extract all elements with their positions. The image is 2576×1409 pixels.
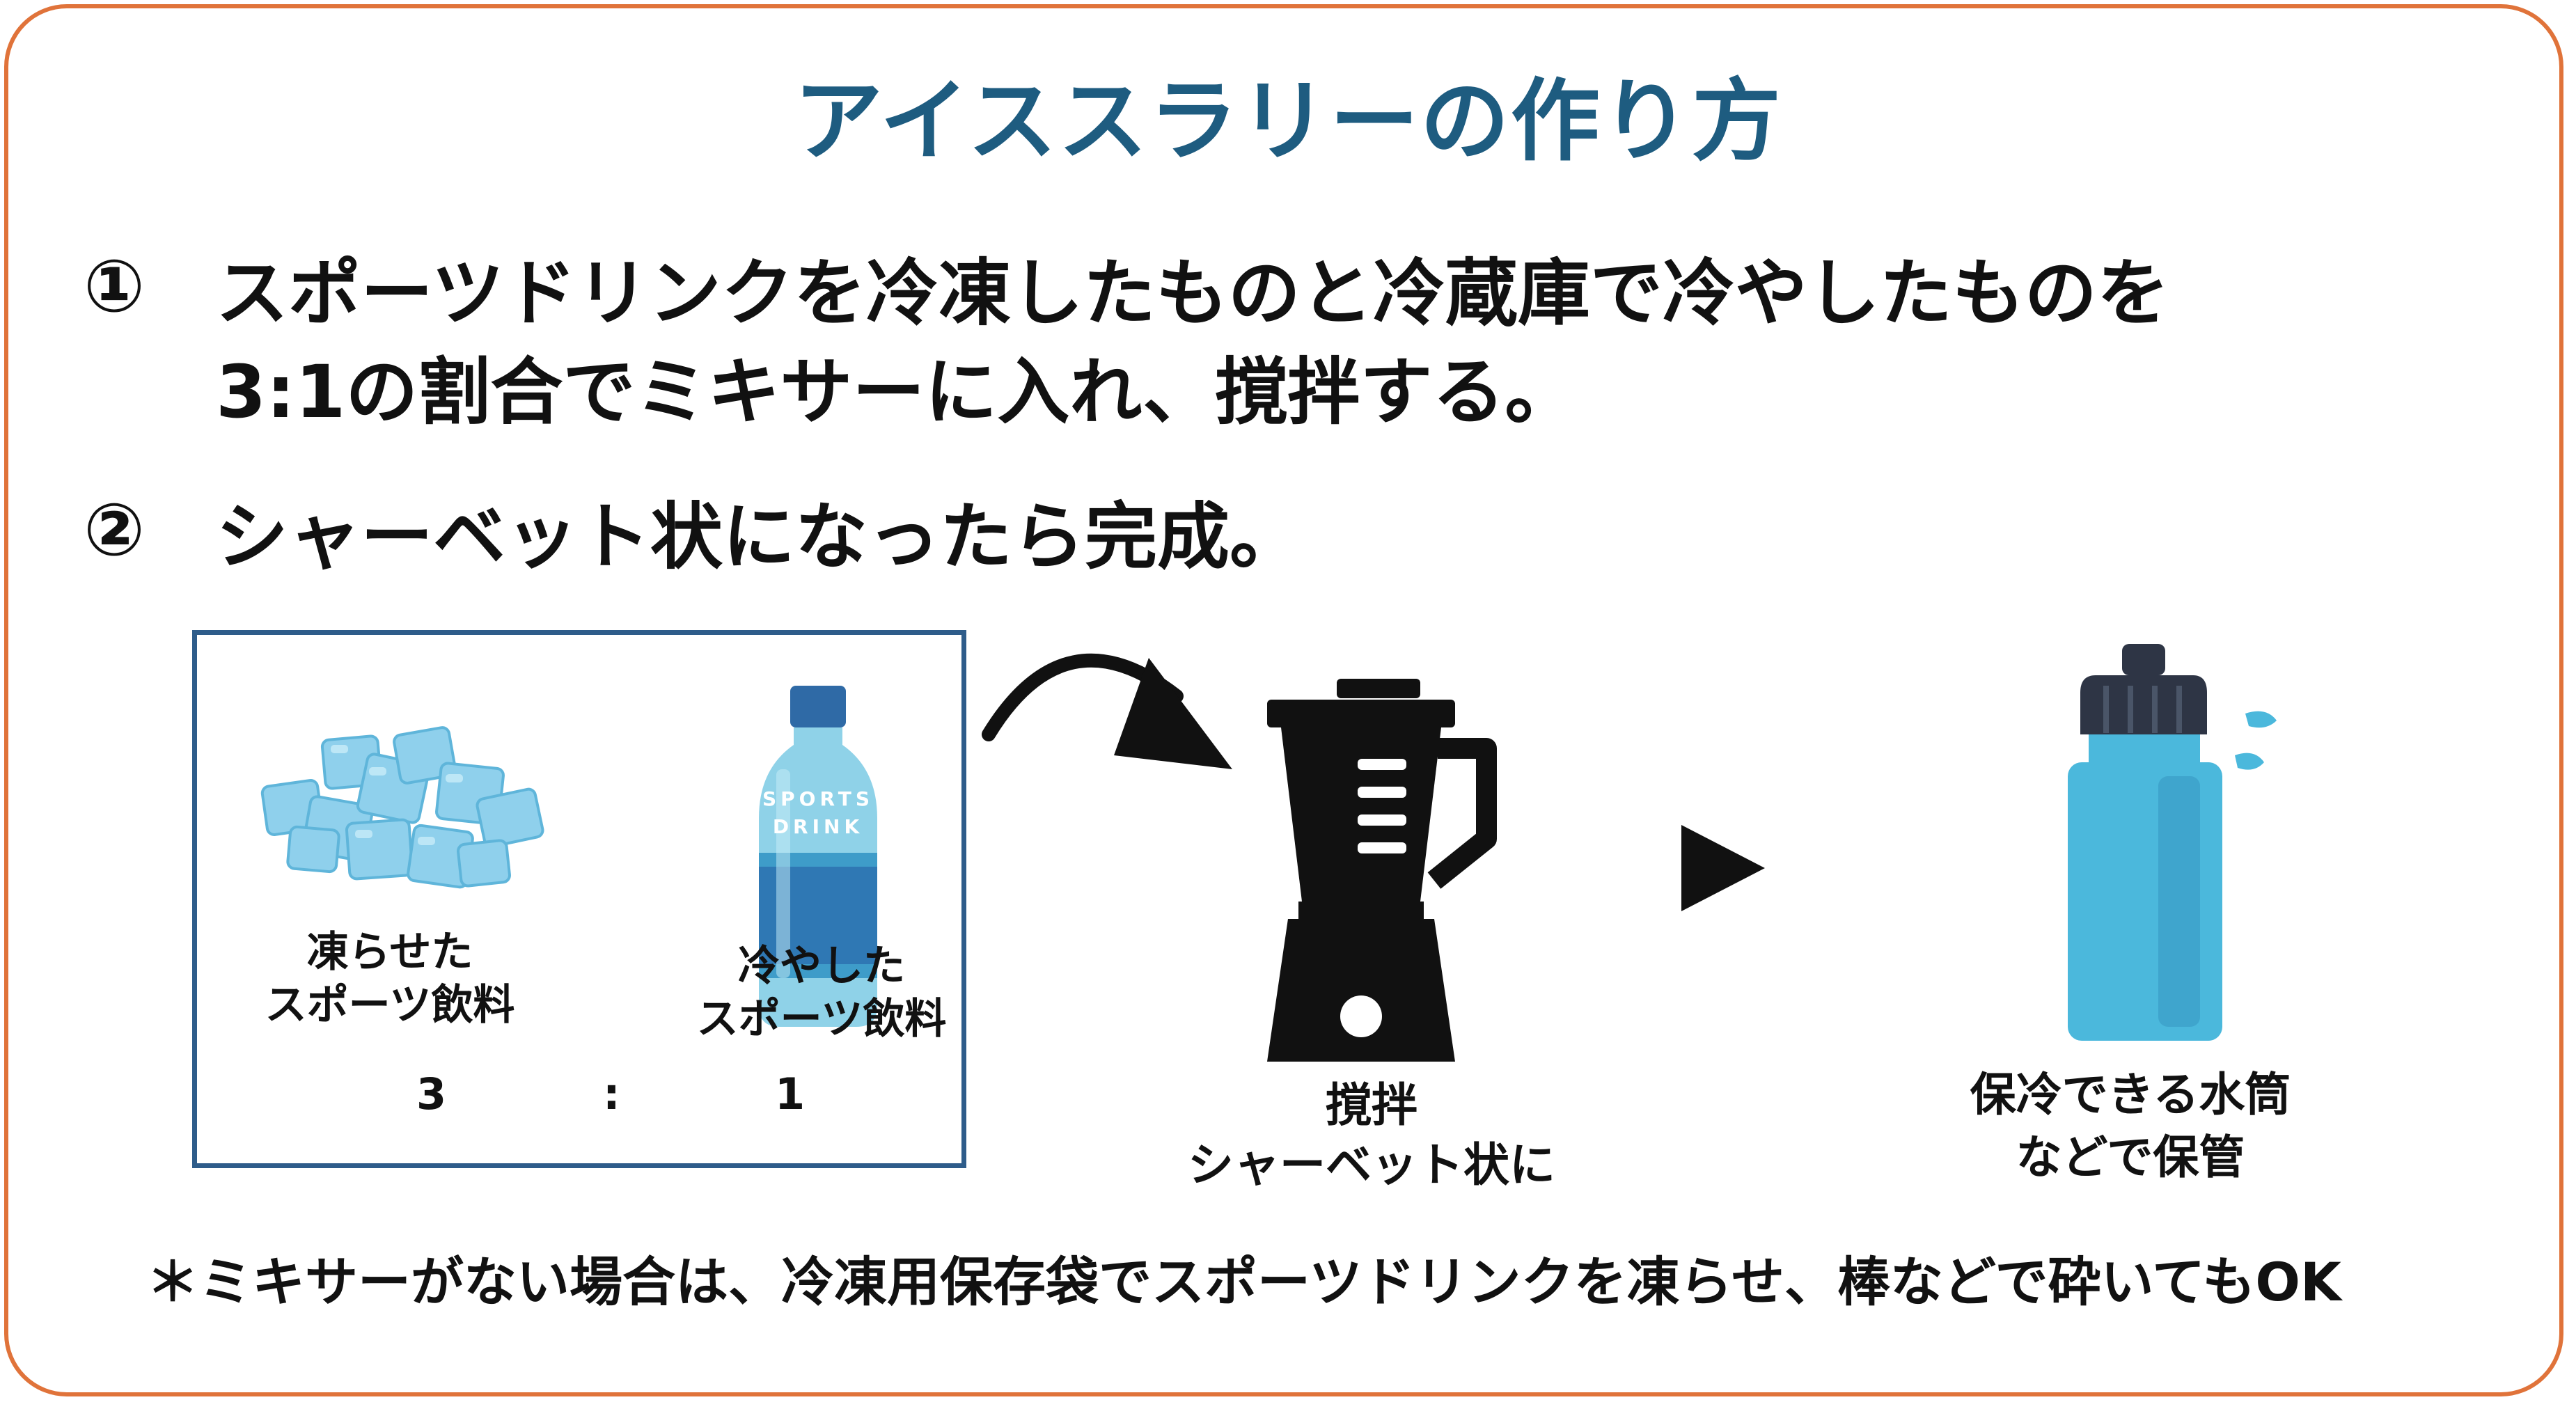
play-arrow-icon (1681, 825, 1765, 911)
curved-arrow-icon (982, 653, 1232, 769)
footnote: ＊ミキサーがない場合は、冷凍用保存袋でスポーツドリンクを凍らせ、棒などで砕いても… (146, 1251, 2341, 1313)
ice-label-line-2: スポーツ飲料 (265, 981, 515, 1030)
step-number: ② (84, 487, 146, 572)
step-1: ① スポーツドリンクを冷凍したものと冷蔵庫で冷やしたものを 3:1の割合でミキサーに… (84, 244, 2169, 441)
bottle-label-line-1: 冷やした (738, 942, 905, 991)
page-title: アイススラリーの作り方 (794, 70, 1782, 173)
sports-drink-bottle-icon (759, 686, 877, 1027)
blender-label-line-2: シャーベット状に (1188, 1138, 1555, 1192)
step-number: ① (84, 244, 146, 329)
ice-label-line-1: 凍らせた (306, 928, 473, 977)
blender-icon (1267, 679, 1497, 1062)
step-2: ② シャーベット状になったら完成。 (84, 487, 1302, 586)
bottle-brand-line-2: DRINK (772, 815, 864, 838)
bottle-brand-line-1: SPORTS (762, 787, 874, 810)
water-flask-icon (2068, 644, 2277, 1041)
step-line-1: スポーツドリンクを冷凍したものと冷蔵庫で冷やしたものを (216, 251, 2169, 336)
ratio-separator: : (603, 1069, 620, 1119)
ice-cubes-icon (260, 726, 544, 889)
flask-label-line-1: 保冷できる水筒 (1970, 1068, 2291, 1121)
bottle-ratio: 1 (775, 1069, 806, 1119)
step-text: スポーツドリンクを冷凍したものと冷蔵庫で冷やしたものを 3:1の割合でミキサーに入… (216, 244, 2169, 441)
step-text: シャーベット状になったら完成。 (216, 494, 1303, 579)
blender-label-line-1: 撹拌 (1326, 1078, 1417, 1132)
ice-ratio: 3 (416, 1069, 447, 1119)
step-line-2: 3:1の割合でミキサーに入れ、撹拌する。 (216, 349, 1578, 434)
bottle-label-line-2: スポーツ飲料 (696, 995, 947, 1044)
flask-label-line-2: などで保管 (2016, 1131, 2245, 1184)
